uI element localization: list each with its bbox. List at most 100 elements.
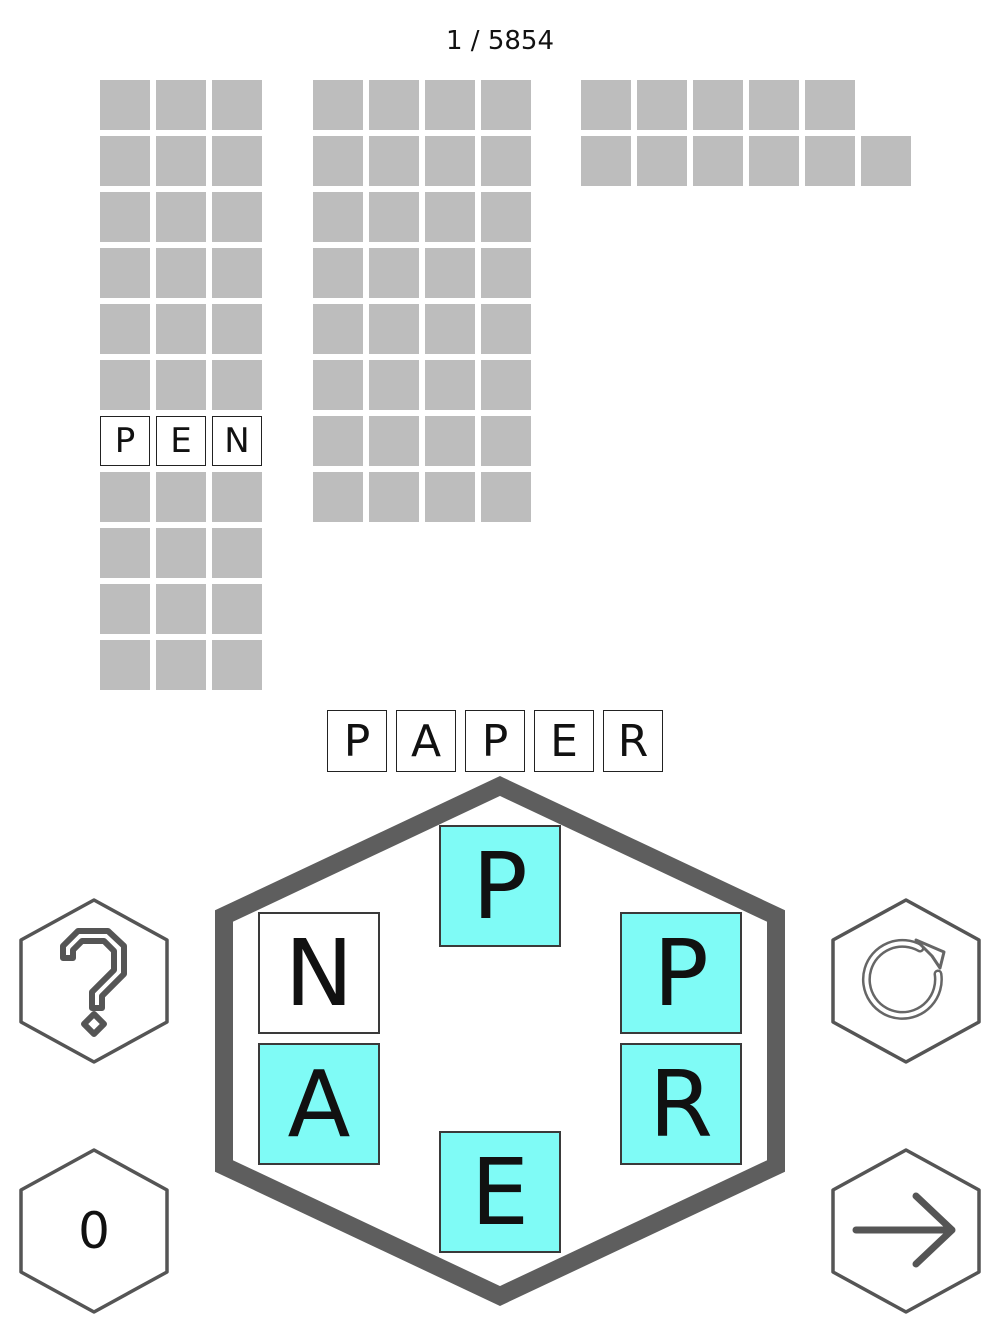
current-word-letter: P bbox=[465, 710, 525, 772]
grid-cell-empty bbox=[425, 136, 475, 186]
grid-cell-empty bbox=[693, 80, 743, 130]
grid-cell-empty bbox=[749, 80, 799, 130]
grid-cell-empty bbox=[156, 472, 206, 522]
letter-tile-upper-left[interactable]: N bbox=[258, 912, 380, 1034]
grid-cell-empty bbox=[212, 640, 262, 690]
grid-cell-empty bbox=[369, 472, 419, 522]
grid-row bbox=[100, 528, 268, 584]
grid-row bbox=[100, 584, 268, 640]
grid-cell-empty bbox=[481, 416, 531, 466]
grid-row bbox=[581, 136, 917, 192]
grid-cell-empty bbox=[212, 584, 262, 634]
grid-row bbox=[100, 472, 268, 528]
grid-cell-empty bbox=[100, 304, 150, 354]
grid-cell-empty bbox=[212, 360, 262, 410]
current-word-letter: E bbox=[534, 710, 594, 772]
grid-cell-empty bbox=[212, 136, 262, 186]
shuffle-button[interactable] bbox=[828, 896, 984, 1066]
grid-cell-empty bbox=[100, 360, 150, 410]
question-mark-icon bbox=[60, 928, 127, 1037]
grid-row bbox=[100, 80, 268, 136]
grid-cell-empty bbox=[369, 136, 419, 186]
grid-cell-empty bbox=[481, 192, 531, 242]
grid-cell-empty bbox=[805, 136, 855, 186]
grid-row bbox=[313, 136, 537, 192]
score-button[interactable]: 0 bbox=[16, 1146, 172, 1316]
grid-row bbox=[313, 360, 537, 416]
grid-row bbox=[313, 248, 537, 304]
grid-cell-empty bbox=[313, 360, 363, 410]
grid-cell-empty bbox=[425, 472, 475, 522]
grid-cell-empty bbox=[425, 304, 475, 354]
grid-cell-empty bbox=[369, 304, 419, 354]
letter-tile-bottom[interactable]: E bbox=[439, 1131, 561, 1253]
grid-cell-empty bbox=[637, 136, 687, 186]
grid-cell-empty bbox=[369, 248, 419, 298]
grid-cell-empty bbox=[481, 472, 531, 522]
grid-cell-empty bbox=[425, 248, 475, 298]
grid-cell-empty bbox=[425, 80, 475, 130]
grid-cell-empty bbox=[212, 192, 262, 242]
grid-cell-empty bbox=[861, 136, 911, 186]
score-hexagon bbox=[19, 1148, 169, 1314]
grid-cell-empty bbox=[156, 528, 206, 578]
rotate-arrow-icon bbox=[861, 938, 946, 1020]
grid-cell-empty bbox=[369, 192, 419, 242]
letter-tile-lower-right[interactable]: R bbox=[620, 1043, 742, 1165]
grid-row bbox=[100, 136, 268, 192]
grid-row bbox=[313, 80, 537, 136]
grid-cell-filled: N bbox=[212, 416, 262, 466]
grid-cell-empty bbox=[156, 360, 206, 410]
arrow-right-icon bbox=[852, 1192, 956, 1268]
grid-cell-empty bbox=[100, 640, 150, 690]
grid-cell-empty bbox=[693, 136, 743, 186]
hint-hexagon bbox=[19, 898, 169, 1064]
grid-cell-empty bbox=[313, 248, 363, 298]
long-word-grid bbox=[581, 80, 917, 192]
grid-cell-empty bbox=[156, 192, 206, 242]
current-word-letter: R bbox=[603, 710, 663, 772]
grid-cell-filled: E bbox=[156, 416, 206, 466]
grid-cell-empty bbox=[481, 80, 531, 130]
grid-row bbox=[313, 416, 537, 472]
grid-cell-empty bbox=[313, 416, 363, 466]
letter-tile-top[interactable]: P bbox=[439, 825, 561, 947]
grid-cell-empty bbox=[156, 248, 206, 298]
grid-cell-empty bbox=[100, 136, 150, 186]
grid-cell-empty bbox=[100, 584, 150, 634]
grid-row bbox=[100, 640, 268, 696]
grid-row bbox=[100, 360, 268, 416]
grid-cell-empty bbox=[100, 248, 150, 298]
grid-cell-empty bbox=[425, 416, 475, 466]
letter-tile-upper-right[interactable]: P bbox=[620, 912, 742, 1034]
grid-cell-empty bbox=[100, 80, 150, 130]
grid-cell-empty bbox=[313, 472, 363, 522]
grid-cell-empty bbox=[313, 136, 363, 186]
grid-row bbox=[313, 472, 537, 528]
grid-row bbox=[313, 192, 537, 248]
grid-cell-empty bbox=[156, 584, 206, 634]
grid-cell-empty bbox=[313, 192, 363, 242]
grid-cell-empty bbox=[100, 528, 150, 578]
grid-cell-empty bbox=[425, 192, 475, 242]
grid-row bbox=[100, 248, 268, 304]
letter-tile-lower-left[interactable]: A bbox=[258, 1043, 380, 1165]
shuffle-hexagon bbox=[831, 898, 981, 1064]
grid-cell-empty bbox=[425, 360, 475, 410]
grid-row bbox=[581, 80, 917, 136]
grid-cell-empty bbox=[212, 80, 262, 130]
next-button[interactable] bbox=[828, 1146, 984, 1316]
level-counter: 1 / 5854 bbox=[446, 26, 554, 56]
grid-cell-empty bbox=[212, 472, 262, 522]
grid-cell-empty bbox=[100, 192, 150, 242]
grid-cell-filled: P bbox=[100, 416, 150, 466]
grid-cell-empty bbox=[212, 304, 262, 354]
hint-button[interactable] bbox=[16, 896, 172, 1066]
grid-cell-empty bbox=[369, 416, 419, 466]
grid-cell-empty bbox=[156, 80, 206, 130]
grid-row bbox=[100, 304, 268, 360]
grid-cell-empty bbox=[749, 136, 799, 186]
